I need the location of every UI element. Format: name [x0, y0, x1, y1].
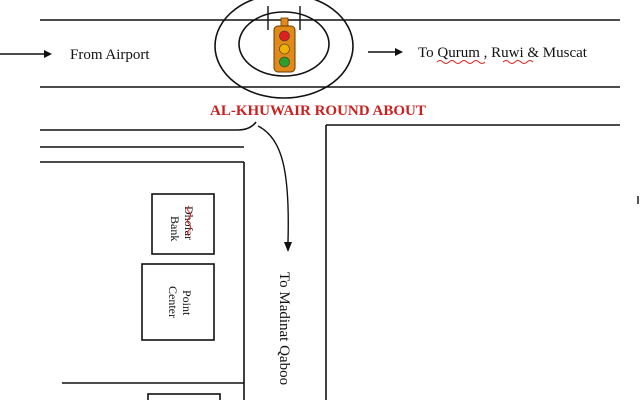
roundabout-inner [238, 11, 330, 77]
arrow-right-icon [368, 48, 403, 56]
roundabout-title: AL-KHUWAIR ROUND ABOUT [210, 103, 426, 119]
spellcheck-underline [502, 60, 534, 64]
bank-dhofar-building [151, 193, 215, 255]
traffic-light-icon [267, 6, 301, 73]
roundabout-outer [214, 0, 354, 99]
spellcheck-underline [436, 60, 486, 64]
center-point-building [141, 263, 215, 341]
arrow-down-icon [257, 125, 292, 252]
spellcheck-underline [187, 205, 191, 237]
lower-building [147, 393, 221, 400]
center-point-label-line2: Point [180, 290, 194, 316]
center-point-label-line1: Center [166, 286, 180, 318]
bank-dhofar-label-line1: Bank [168, 216, 182, 241]
arrow-right-icon [0, 50, 52, 58]
side-road-upper [40, 121, 257, 131]
to-qurum-label: To Qurum , Ruwi & Muscat [418, 45, 588, 61]
to-madinat-label: To Madinat Qaboo [276, 272, 292, 385]
from-airport-label: From Airport [70, 47, 150, 63]
bank-dhofar-label-line2: Dhofar [182, 206, 196, 240]
